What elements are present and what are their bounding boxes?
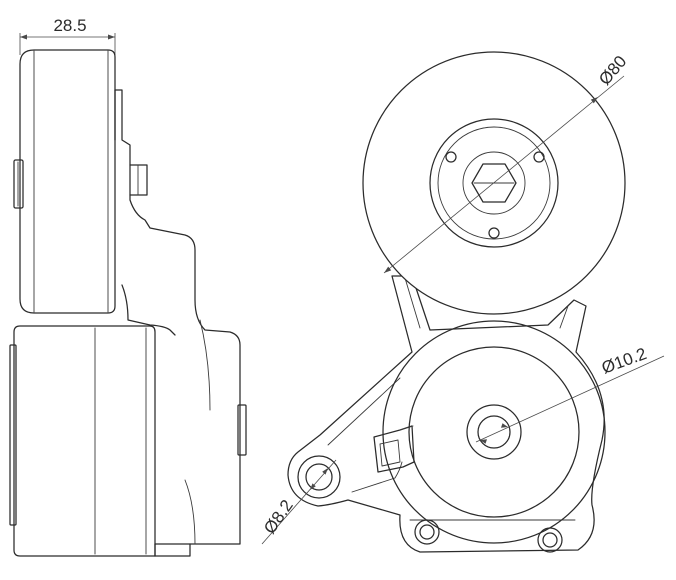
arm-side-profile <box>114 89 247 545</box>
width-dimension-label: 28.5 <box>53 16 86 35</box>
arm-front-outline <box>287 275 605 553</box>
mount-hole-diameter-label: Ø8.2 <box>260 496 297 537</box>
pulley-side-section <box>13 49 116 314</box>
bolt-holes-front <box>414 519 563 553</box>
stop-lug-front <box>373 425 415 473</box>
base-disc-front <box>382 320 606 544</box>
pulley-diameter-label: Ø80 <box>595 52 630 89</box>
spring-housing-side <box>9 325 191 557</box>
mount-eye-front <box>297 455 341 499</box>
front-view: Ø80 Ø10.2 Ø8.2 <box>260 51 665 553</box>
bore-diameter-label: Ø10.2 <box>599 344 649 378</box>
width-dimension: 28.5 <box>19 16 116 55</box>
side-view: 28.5 <box>9 16 247 557</box>
